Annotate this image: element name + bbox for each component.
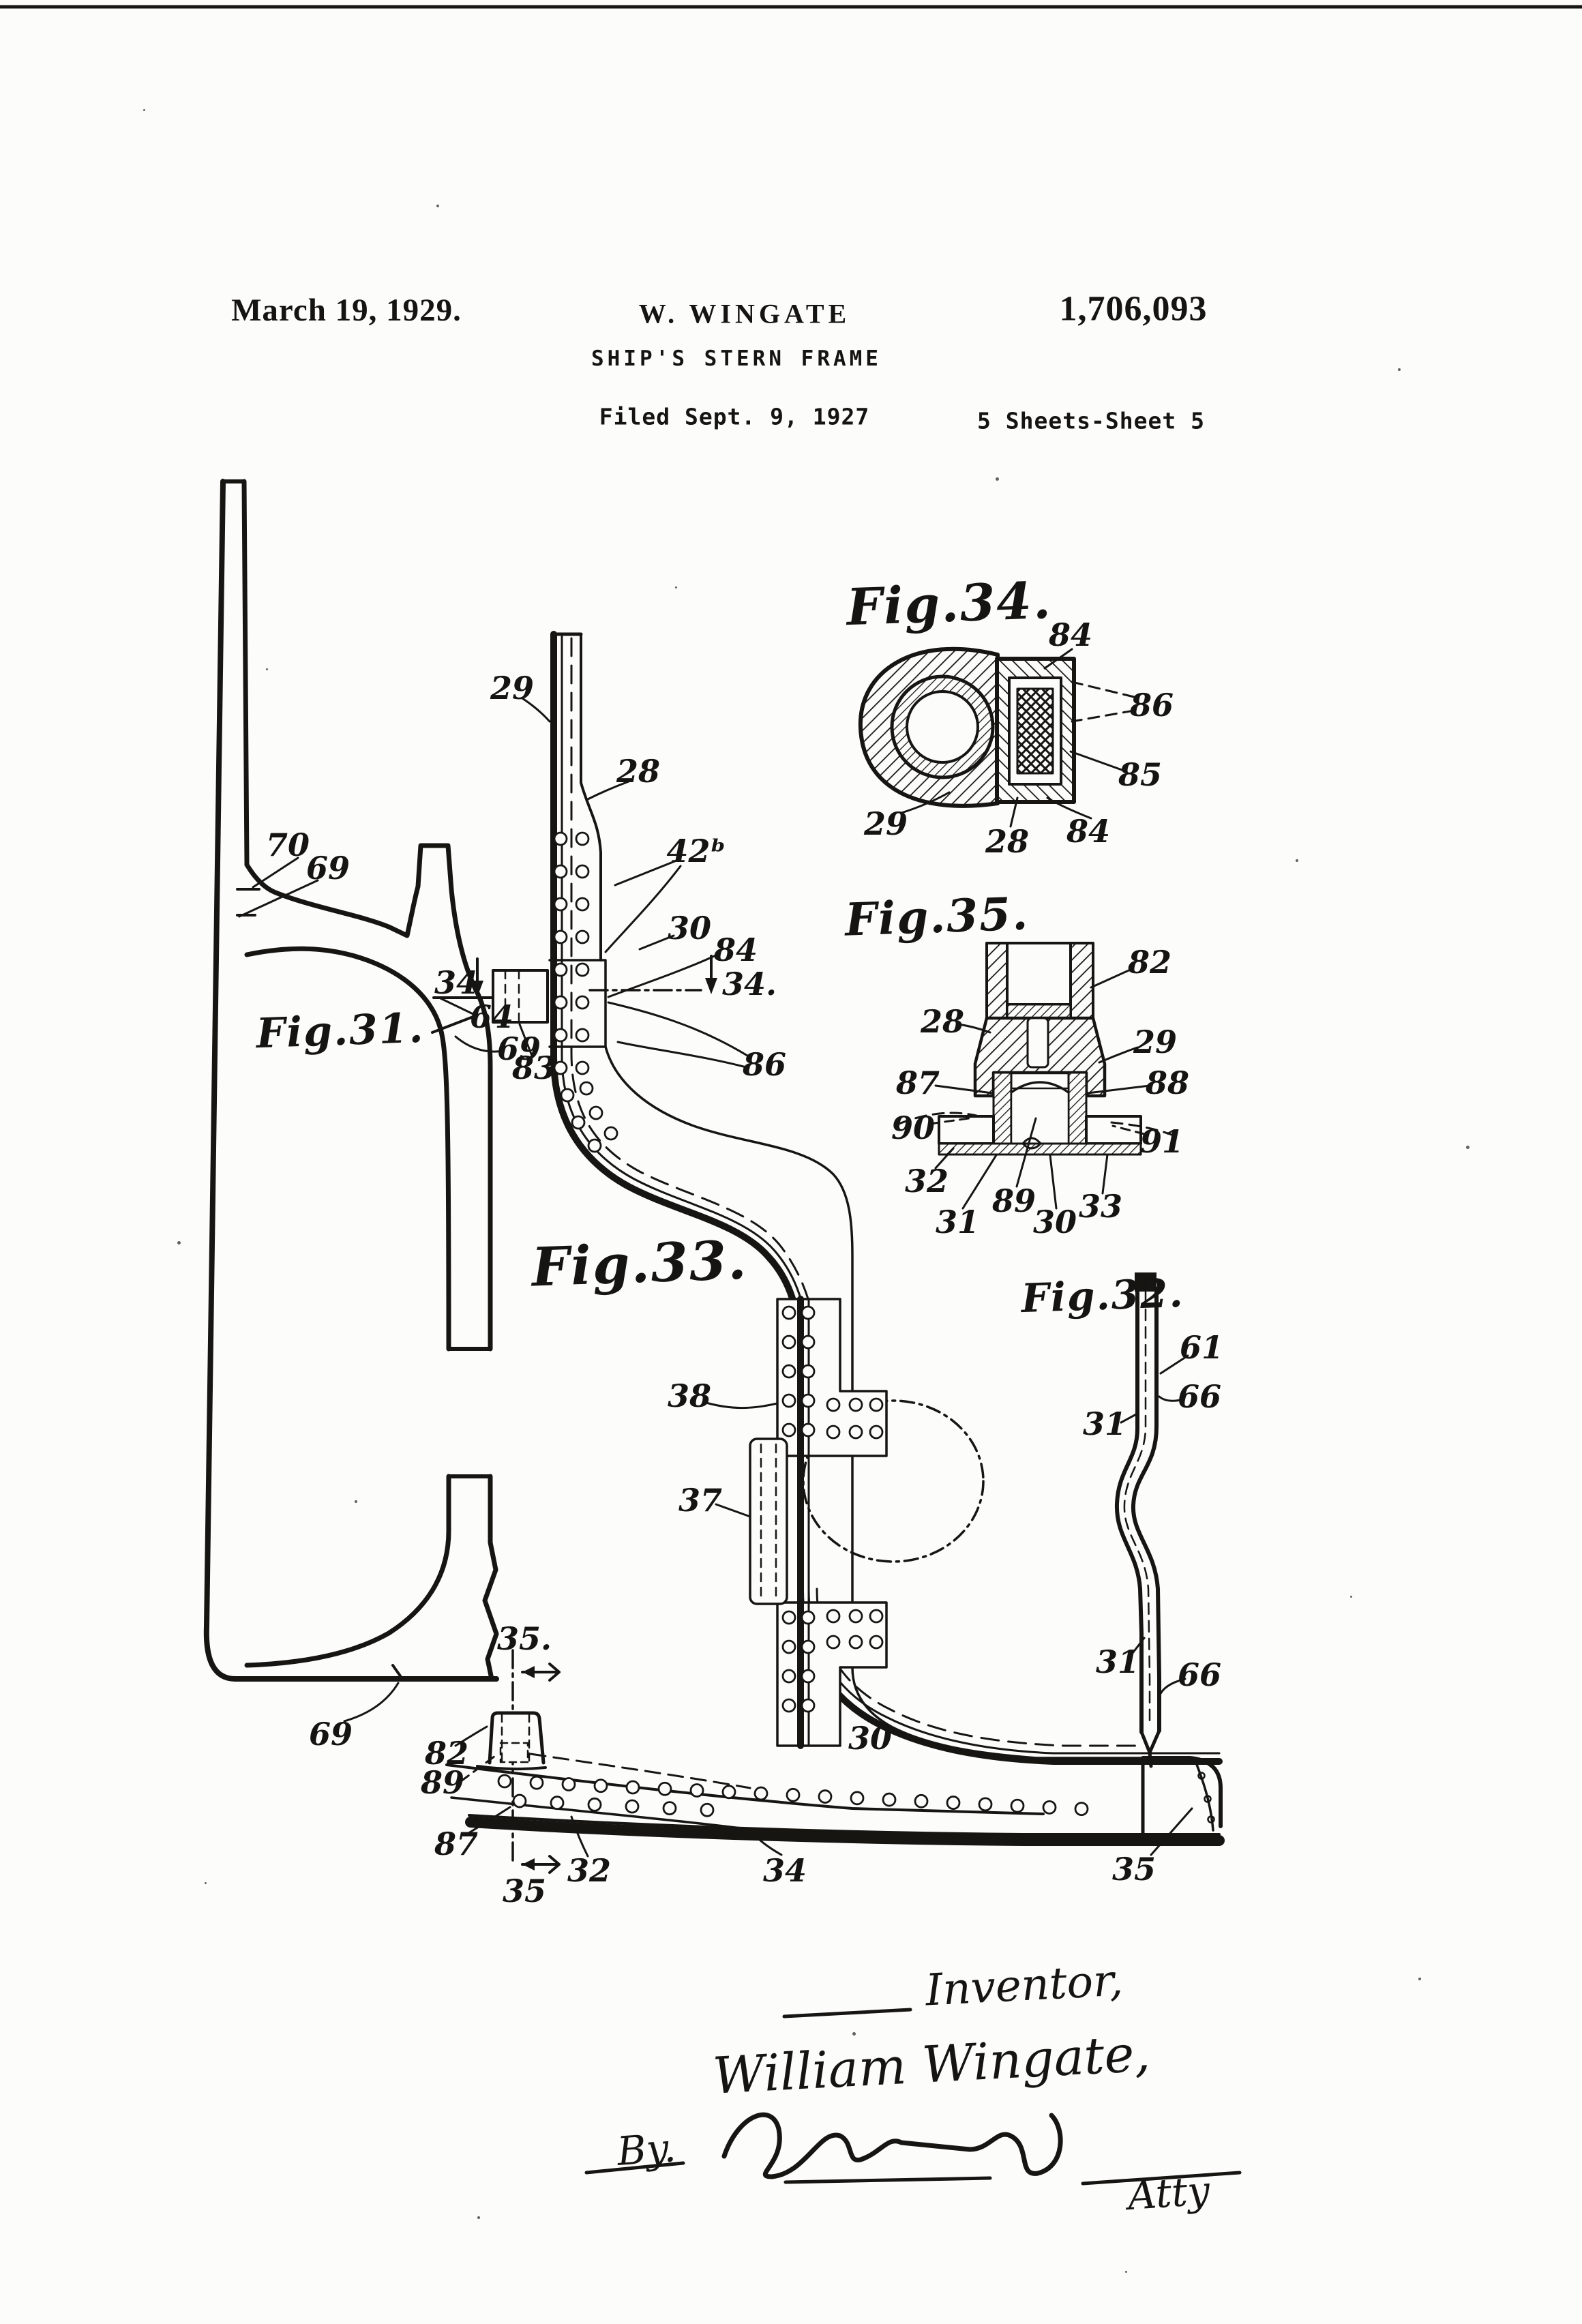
ref-numeral: 30 — [848, 1720, 893, 1757]
scan-speck — [996, 477, 999, 481]
scan-speck — [852, 2032, 856, 2036]
fig34-drawing — [858, 646, 1135, 828]
ref-numeral: 30 — [667, 910, 712, 947]
ref-numeral: 32 — [904, 1163, 949, 1200]
ref-numeral: 32 — [567, 1852, 612, 1889]
ref-numeral: 84 — [1048, 616, 1093, 653]
ref-numeral: 66 — [1177, 1656, 1222, 1693]
ref-numeral: 91 — [1139, 1123, 1184, 1160]
ref-numeral: 84 — [1066, 813, 1111, 850]
fig35-label: Fig.35. — [844, 887, 1030, 947]
ref-numeral: 66 — [1177, 1378, 1222, 1415]
ref-numeral: 28 — [920, 1003, 965, 1040]
scan-speck — [1125, 2271, 1127, 2273]
sheet-count: 5 Sheets-Sheet 5 — [977, 407, 1205, 434]
ref-numeral: 31 — [1095, 1643, 1140, 1680]
attorney-label: Atty — [1126, 2166, 1212, 2220]
fig33-drawing — [432, 631, 1225, 1874]
signature-strokes — [584, 2008, 1242, 2186]
ref-numeral: 38 — [667, 1377, 712, 1414]
ref-numeral: 82 — [1127, 944, 1172, 981]
scan-speck — [1418, 1978, 1421, 1980]
ref-numeral: 86 — [742, 1046, 787, 1083]
fig31-drawing — [203, 479, 505, 1723]
scan-speck — [266, 668, 268, 670]
scan-speck — [1466, 1146, 1469, 1149]
ref-numeral: 31 — [1082, 1405, 1127, 1442]
ref-numeral: 28 — [616, 753, 661, 790]
ref-numeral: 84 — [713, 932, 758, 968]
scan-speck — [355, 1500, 357, 1503]
ref-numeral: 34. — [721, 966, 777, 1002]
ref-numeral: 83 — [511, 1049, 556, 1086]
ref-numeral: 89 — [420, 1764, 465, 1801]
ref-numeral: 69 — [496, 1030, 541, 1067]
scan-speck — [675, 586, 677, 589]
ref-numeral: 87 — [895, 1064, 940, 1101]
issue-date: March 19, 1929. — [231, 293, 462, 328]
fig33-label: Fig.33. — [531, 1229, 749, 1299]
patent-number: 1,706,093 — [1059, 289, 1208, 329]
rivet-holes — [497, 831, 1089, 1817]
by-label: By. — [615, 2124, 678, 2175]
ref-numeral: 87 — [434, 1826, 479, 1862]
attorney-signature — [721, 2112, 1063, 2179]
ref-numeral: 35. — [496, 1620, 552, 1657]
scan-speck — [205, 1882, 207, 1884]
ref-numeral: 86 — [1129, 687, 1174, 724]
inventor-name-header: W. WINGATE — [638, 298, 851, 329]
ref-numeral: 30 — [1032, 1204, 1077, 1240]
scan-speck — [477, 2216, 480, 2219]
fig31-label: Fig.31. — [255, 1004, 426, 1058]
ref-numeral: 28 — [985, 823, 1030, 860]
ref-numeral: 42ᵇ — [666, 833, 726, 869]
ref-numeral: 29 — [490, 670, 535, 706]
scan-speck — [177, 1241, 181, 1245]
ref-numeral: 85 — [1118, 756, 1163, 793]
ref-numeral: 61 — [1179, 1329, 1224, 1366]
ref-numeral: 35 — [1111, 1851, 1156, 1888]
scan-speck — [1350, 1596, 1352, 1598]
ref-numeral: 35 — [502, 1873, 547, 1909]
fig35-drawing — [897, 942, 1180, 1210]
scan-speck — [436, 205, 439, 207]
ref-numeral: 29 — [1133, 1024, 1178, 1060]
inventor-label: Inventor, — [924, 1955, 1124, 2016]
ref-numeral: 34 — [762, 1852, 807, 1889]
ref-numeral: 64 — [469, 998, 514, 1035]
ref-numeral: 29 — [863, 805, 908, 842]
ref-numeral: 88 — [1145, 1064, 1190, 1101]
ref-numeral: 90 — [891, 1109, 936, 1146]
fig32-label: Fig.32. — [1020, 1269, 1185, 1322]
ref-numeral: 89 — [991, 1182, 1036, 1219]
ref-numeral: 33 — [1078, 1188, 1123, 1225]
ref-numeral: 34 — [434, 964, 479, 1001]
invention-title: SHIP'S STERN FRAME — [591, 346, 882, 371]
ref-numeral: 69 — [308, 1716, 353, 1753]
scan-speck — [1398, 368, 1401, 371]
ref-numeral: 31 — [935, 1204, 980, 1240]
ref-numeral: 69 — [305, 850, 350, 887]
ref-numeral: 70 — [265, 826, 310, 863]
scan-speck — [143, 109, 145, 111]
ref-numeral: 37 — [678, 1482, 723, 1519]
filed-date: Filed Sept. 9, 1927 — [599, 403, 870, 430]
ref-numeral: 82 — [424, 1735, 469, 1772]
fig34-label: Fig.34. — [846, 571, 1053, 638]
fig32-drawing — [1114, 1272, 1189, 1768]
scan-speck — [1296, 859, 1298, 862]
